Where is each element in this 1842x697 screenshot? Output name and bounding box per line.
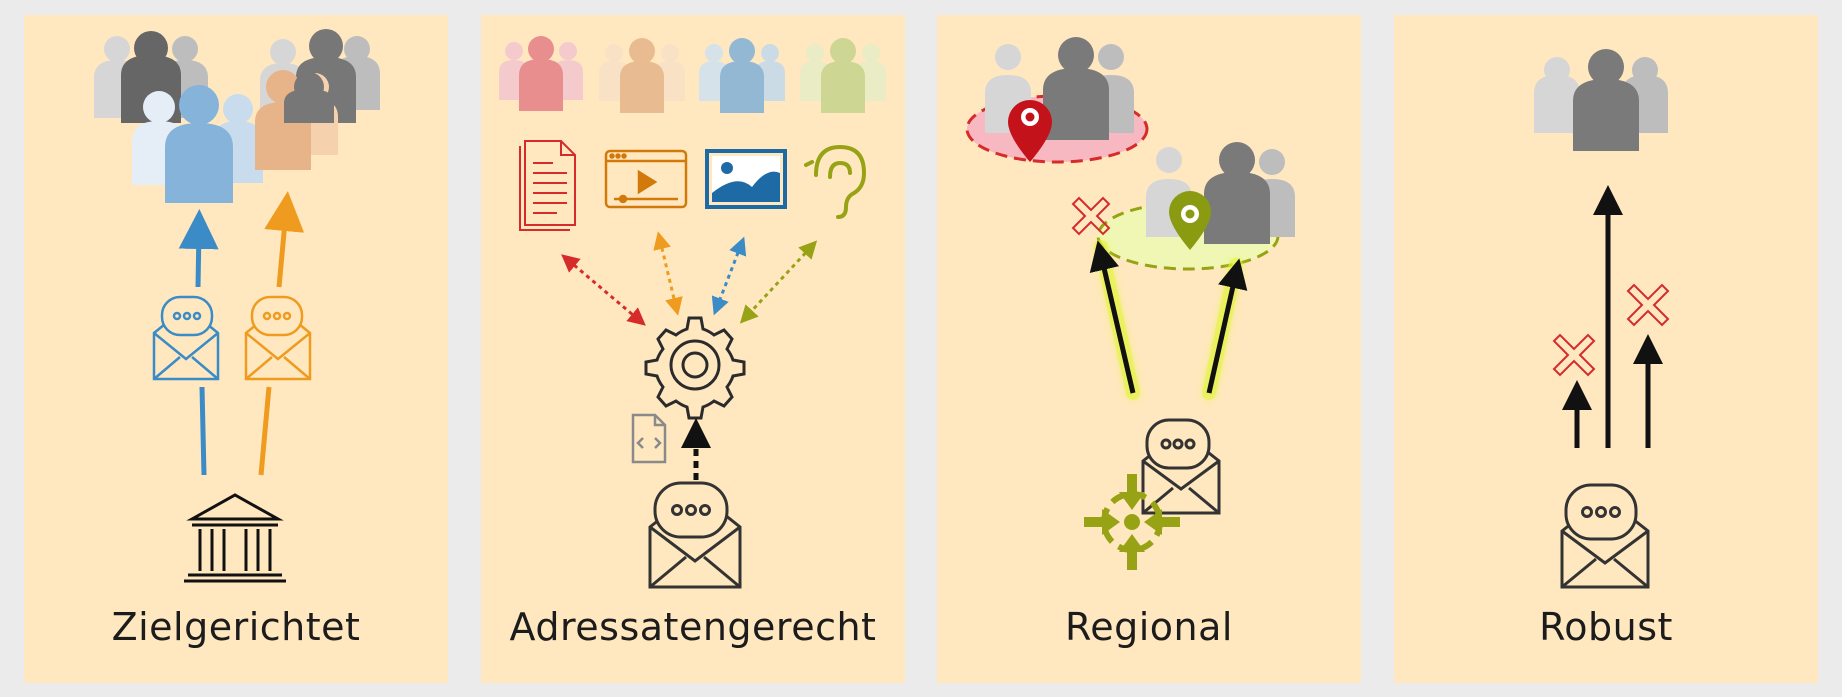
message-envelope-icon xyxy=(152,295,220,381)
panel-zielgerichtet: Zielgerichtet xyxy=(24,15,448,683)
people-group-icon xyxy=(255,29,380,170)
panel-title: Regional xyxy=(1065,605,1233,649)
panel-title: Zielgerichtet xyxy=(111,605,361,649)
people-group-icon xyxy=(1534,49,1668,151)
people-group-blue-icon xyxy=(699,38,785,113)
institution-building-icon xyxy=(184,493,286,583)
ear-icon xyxy=(804,144,867,219)
people-group-icon xyxy=(1146,142,1295,244)
video-icon xyxy=(604,149,688,209)
people-group-green-icon xyxy=(800,38,886,113)
people-group-icon xyxy=(985,37,1134,140)
panel-adressatengerecht: Adressatengerecht xyxy=(481,15,905,683)
gear-icon xyxy=(644,316,746,420)
people-group-orange-icon xyxy=(599,38,685,113)
image-icon xyxy=(705,149,787,209)
people-group-icon xyxy=(94,31,263,203)
blocked-cross-icon xyxy=(1626,283,1670,327)
panel-robust: Robust xyxy=(1394,15,1818,683)
message-envelope-icon xyxy=(1560,483,1650,589)
message-envelope-icon xyxy=(244,295,312,381)
people-group-red-icon xyxy=(499,36,583,111)
panel-title: Adressatengerecht xyxy=(509,605,877,649)
code-file-icon xyxy=(631,413,667,464)
blocked-cross-icon xyxy=(1071,196,1111,236)
robust-diagram xyxy=(1534,49,1670,589)
panel-regional: Regional xyxy=(937,15,1361,683)
blocked-cross-icon xyxy=(1552,333,1596,377)
message-envelope-icon xyxy=(1141,418,1221,515)
zielgerichtet-diagram xyxy=(94,29,380,583)
location-pin-red-icon xyxy=(1008,100,1052,162)
focus-target-icon xyxy=(1084,474,1180,570)
panel-title: Robust xyxy=(1539,605,1673,649)
regional-diagram xyxy=(965,37,1295,570)
adressatengerecht-diagram xyxy=(499,36,886,589)
document-icon xyxy=(519,140,576,231)
location-pin-green-icon xyxy=(1169,191,1211,250)
message-envelope-icon xyxy=(648,481,742,589)
